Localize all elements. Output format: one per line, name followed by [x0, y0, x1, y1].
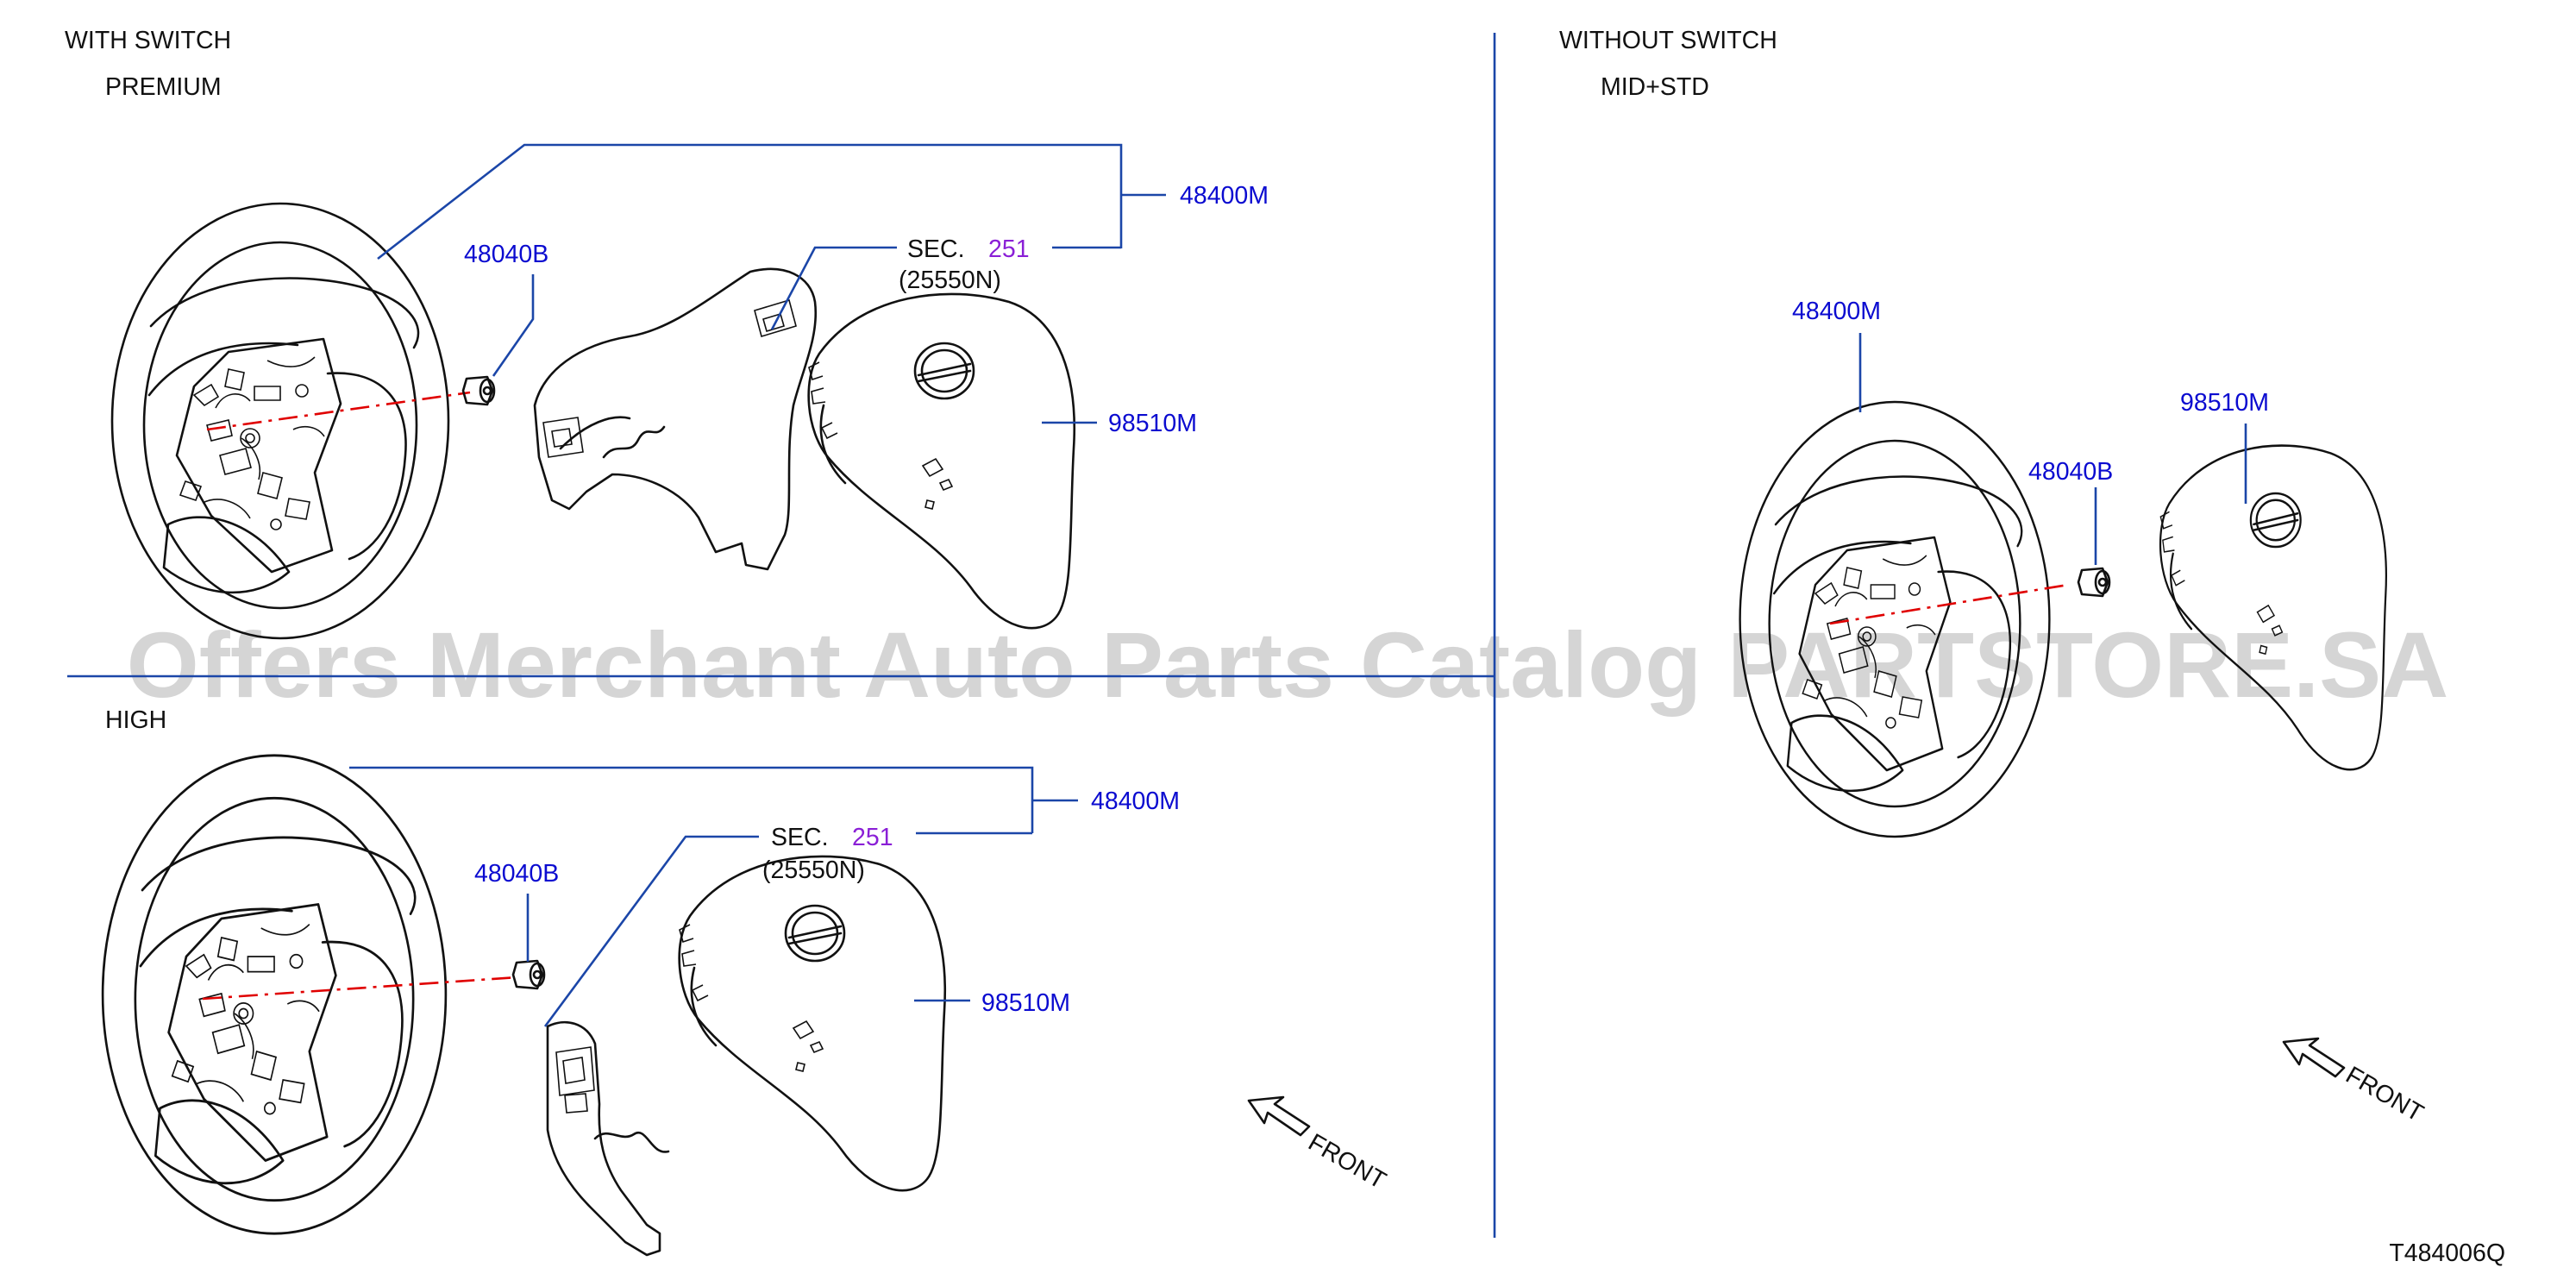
heading-high: HIGH — [105, 706, 166, 734]
diagram-code: T484006Q — [2389, 1239, 2505, 1267]
high-sec-part: (25550N) — [762, 856, 865, 884]
watermark: Offers Merchant Auto Parts Catalog PARTS… — [127, 612, 2448, 717]
high-sec-leader — [543, 835, 759, 1027]
mid-std-airbag-module — [2159, 444, 2388, 771]
premium-part-48040b-link[interactable]: 48040B — [464, 241, 548, 268]
high-airbag-module — [678, 855, 947, 1192]
high-center-axis — [202, 976, 518, 1001]
premium-group: 48400M 48040B SEC. 251 (25550N) 98510M — [110, 143, 1269, 640]
premium-steering-wheel — [110, 202, 450, 640]
premium-switch-cover — [533, 267, 818, 571]
high-part-98510m-link[interactable]: 98510M — [981, 989, 1070, 1017]
high-sec-prefix: SEC. — [771, 824, 829, 851]
premium-part-98510m-link[interactable]: 98510M — [1108, 410, 1197, 437]
premium-airbag-module — [807, 292, 1076, 630]
premium-part-48400m-link[interactable]: 48400M — [1180, 182, 1269, 210]
heading-mid-std: MID+STD — [1601, 73, 1709, 101]
premium-bolt-leader — [492, 274, 535, 377]
premium-sec-part: (25550N) — [899, 267, 1001, 294]
mid-std-front-label: FRONT — [2341, 1061, 2429, 1127]
high-group: 48400M 48040B SEC. 251 (25550N) 98510M F… — [101, 754, 1391, 1257]
high-front-label: FRONT — [1304, 1128, 1391, 1195]
heading-without-switch: WITHOUT SWITCH — [1559, 27, 1777, 54]
high-sec-251-link[interactable]: 251 — [852, 824, 893, 851]
high-part-48400m-link[interactable]: 48400M — [1091, 787, 1180, 815]
premium-center-axis — [206, 391, 471, 431]
mid-std-part-48040b-link[interactable]: 48040B — [2028, 458, 2113, 486]
premium-wheel-leader — [377, 143, 1123, 260]
heading-with-switch: WITH SWITCH — [65, 27, 231, 54]
premium-sec-leader — [770, 246, 897, 330]
high-steering-wheel — [101, 754, 448, 1235]
mid-std-front-arrow-icon — [2282, 1037, 2346, 1078]
high-front-arrow-icon — [1247, 1095, 1311, 1137]
mid-std-bolt — [2077, 567, 2111, 598]
mid-std-part-98510m-link[interactable]: 98510M — [2180, 389, 2269, 417]
mid-std-part-48400m-link[interactable]: 48400M — [1792, 298, 1881, 325]
high-part-48040b-link[interactable]: 48040B — [474, 860, 559, 888]
premium-sec-251-link[interactable]: 251 — [988, 235, 1030, 263]
premium-bolt — [461, 375, 496, 406]
mid-std-center-axis — [1829, 583, 2069, 625]
premium-sec-prefix: SEC. — [907, 235, 965, 263]
high-bolt — [511, 959, 546, 990]
high-switch-pad — [546, 1020, 670, 1257]
heading-premium: PREMIUM — [105, 73, 222, 101]
high-wheel-leader — [349, 766, 1034, 833]
